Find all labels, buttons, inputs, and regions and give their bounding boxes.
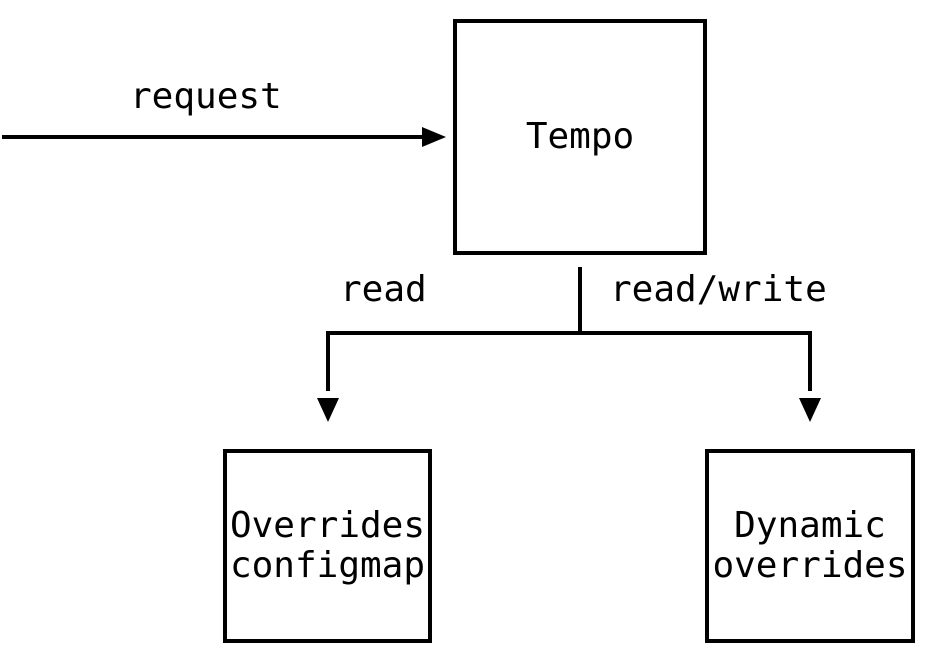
node-tempo-label: Tempo (525, 116, 635, 157)
edge-label-read: read (340, 269, 427, 310)
node-overrides-configmap-label-line1: Overrides (229, 505, 426, 546)
arrowhead-down-read-icon (317, 398, 339, 422)
arrowhead-right-icon (422, 127, 446, 147)
arrowhead-down-read-write-icon (799, 398, 821, 422)
edge-label-read-write: read/write (610, 269, 827, 310)
node-tempo: Tempo (453, 19, 707, 255)
node-dynamic-overrides: Dynamic overrides (705, 449, 915, 643)
node-dynamic-overrides-label-line1: Dynamic (734, 505, 886, 546)
tempo-branch-stem-line (578, 267, 582, 335)
branch-horizontal-line (326, 331, 812, 335)
edge-label-request: request (130, 76, 282, 117)
node-overrides-configmap: Overrides configmap (223, 449, 432, 643)
edge-read-write-drop-line (808, 331, 812, 391)
node-overrides-configmap-label-line2: configmap (229, 545, 426, 586)
node-dynamic-overrides-label-line2: overrides (712, 545, 908, 586)
edge-read-drop-line (326, 331, 330, 391)
edge-request-line (2, 135, 422, 139)
